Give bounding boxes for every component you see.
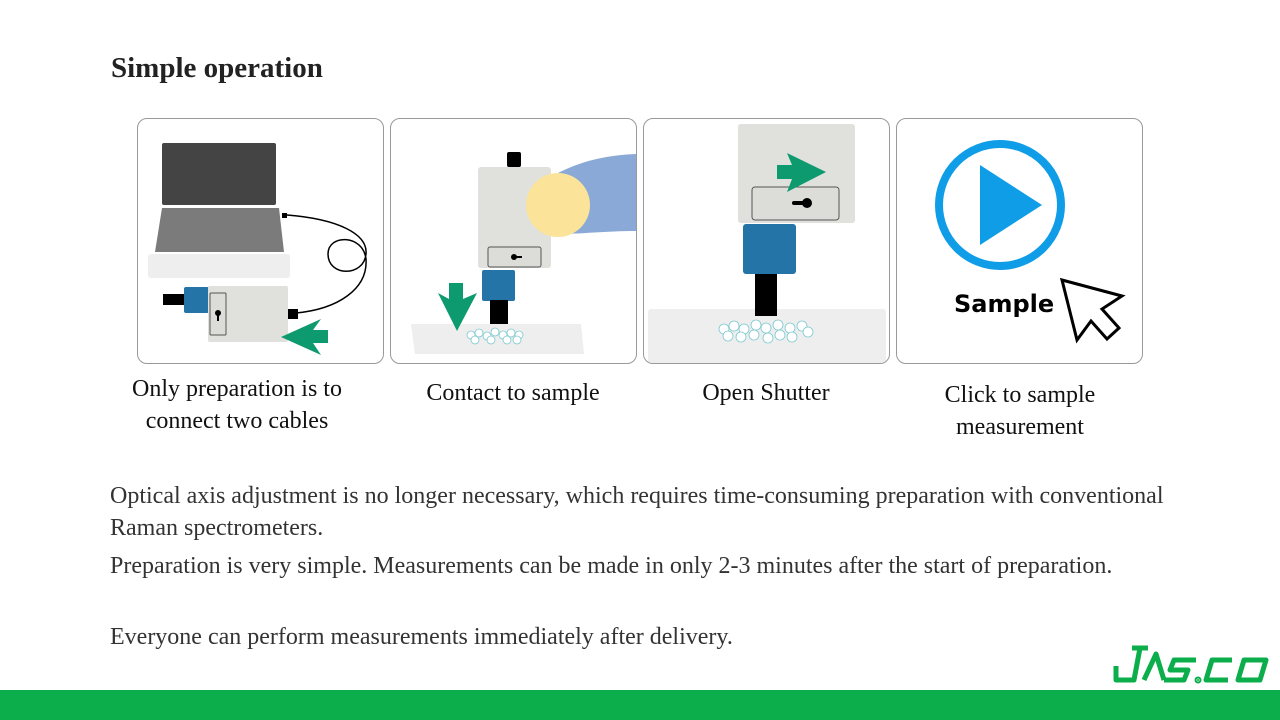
caption-click-sample: Click to sample measurement: [890, 379, 1150, 443]
footer-bar: [0, 690, 1280, 720]
caption-line: Click to sample: [944, 382, 1096, 408]
jasco-logo: [1113, 645, 1269, 684]
step-panel-open-shutter: [643, 118, 890, 364]
caption-line: connect two cables: [145, 408, 329, 434]
cursor-icon: [1059, 277, 1126, 344]
open-shutter-illustration: [648, 124, 886, 363]
caption-line: measurement: [956, 414, 1084, 440]
caption-connect-cables: Only preparation is to connect two cable…: [107, 373, 367, 437]
caption-contact-sample: Contact to sample: [426, 380, 600, 406]
paragraph-everyone: Everyone can perform measurements immedi…: [110, 624, 733, 650]
laptop-cable-illustration: [148, 143, 367, 355]
caption-line: Only preparation is to: [132, 376, 342, 402]
step-panel-contact-sample: [390, 118, 637, 364]
play-circle-icon: [935, 140, 1065, 270]
step-panel-connect-cables: [137, 118, 384, 364]
paragraph-optical-axis: Optical axis adjustment is no longer nec…: [110, 483, 1164, 541]
play-illustration: Sample: [935, 140, 1126, 344]
caption-open-shutter: Open Shutter: [702, 380, 830, 406]
play-icon: [980, 165, 1042, 245]
sample-button-label: Sample: [954, 290, 1054, 318]
slide-title: Simple operation: [111, 52, 323, 84]
paragraph-preparation: Preparation is very simple. Measurements…: [110, 553, 1113, 579]
contact-sample-illustration: [411, 152, 636, 354]
step-panel-click-sample: Sample: [896, 118, 1143, 364]
